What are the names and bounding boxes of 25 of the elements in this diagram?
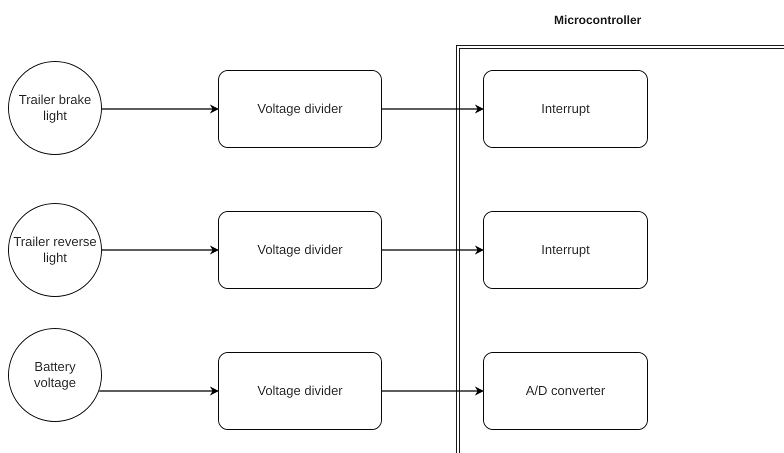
node-label: A/D converter <box>526 382 606 400</box>
arrow <box>102 246 219 254</box>
process-box <box>218 211 382 289</box>
circle-node <box>8 61 102 155</box>
node-label: Interrupt <box>541 100 590 118</box>
node-label: Battery voltage <box>33 358 77 392</box>
arrow <box>382 246 484 254</box>
process-box <box>483 352 648 430</box>
process-box <box>483 70 648 148</box>
node-label: Voltage divider <box>257 100 343 118</box>
circle-node <box>8 203 102 297</box>
circle-node <box>8 328 102 422</box>
node-label: Trailer reverse light <box>13 234 97 266</box>
arrow <box>99 386 219 396</box>
frame-title: Microcontroller <box>554 13 642 27</box>
arrow <box>382 386 484 396</box>
node-label: Interrupt <box>541 242 590 258</box>
process-box <box>483 211 648 289</box>
node-label: Voltage divider <box>257 382 343 400</box>
node-label: Voltage divider <box>257 242 343 258</box>
process-box <box>218 352 382 430</box>
arrow <box>102 104 219 114</box>
node-label: Trailer brake light <box>18 92 92 124</box>
process-box <box>218 70 382 148</box>
arrow <box>382 104 484 114</box>
